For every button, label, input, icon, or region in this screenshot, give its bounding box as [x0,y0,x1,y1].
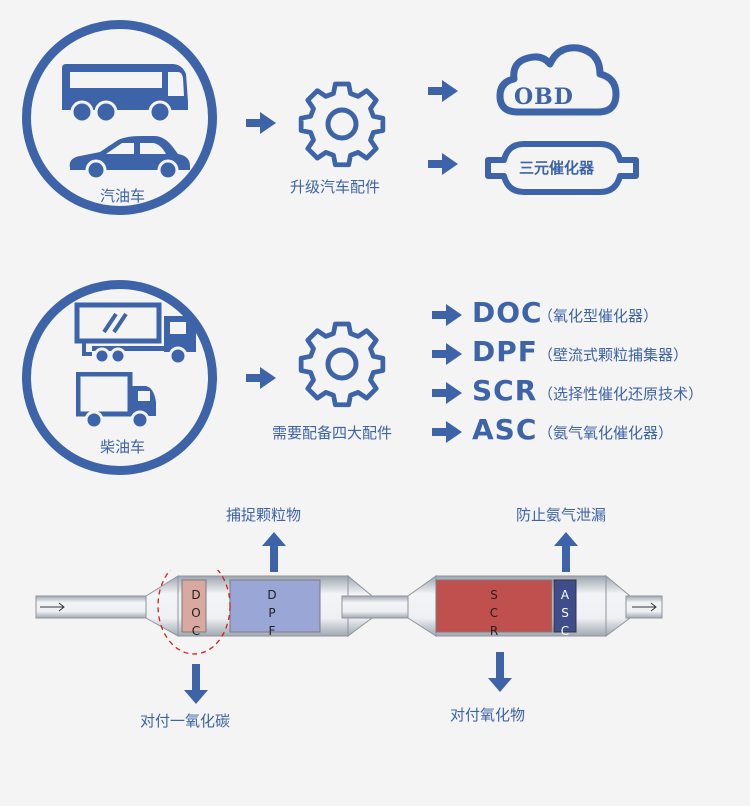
obd-text: OBD [514,84,574,110]
diesel-vehicle-label: 柴油车 [100,438,146,456]
car-icon [69,136,190,180]
van-icon [76,372,156,430]
asc-block-letter: S [561,606,569,620]
cloud-icon [496,44,620,116]
arrow-up-icon [554,532,578,572]
arrow-right-icon [432,421,462,443]
scr-block-letter: R [489,624,499,638]
scr-block-letter: C [489,606,499,620]
arrow-down-icon [184,664,208,704]
arrow-right-icon [432,343,462,365]
part-desc-asc: （氨气氧化催化器） [538,424,674,442]
truck-icon [74,302,196,366]
oxides-label: 对付氧化物 [450,706,526,724]
gear-icon [298,81,386,168]
doc-block-letter: O [191,606,201,620]
arrow-right-icon [428,153,458,175]
scr-block [435,579,553,633]
arrow-right-icon [246,112,276,134]
exhaust-pipe-diagram [35,570,663,655]
prevent-ammonia-leak-label: 防止氨气泄漏 [516,506,607,524]
part-desc-scr: （选择性催化还原技术） [538,385,704,403]
doc-block [181,579,207,633]
arrow-right-icon [246,367,276,389]
asc-block-letter: A [560,588,570,602]
dpf-block-letter: D [267,588,277,602]
part-desc-dpf: （壁流式颗粒捕集器） [538,346,689,364]
catalyst-converter-icon [485,141,639,195]
part-code-asc: ASC [472,413,538,446]
part-code-doc: DOC [472,296,543,329]
scr-block-letter: S [490,588,498,602]
catalyst-converter-label: 三元催化器 [519,159,595,177]
arrow-right-icon [428,80,458,102]
doc-block-letter: D [191,588,201,602]
carbon-monoxide-label: 对付一氧化碳 [140,712,231,730]
doc-block-letter: C [191,624,201,638]
gasoline-circle [22,20,217,215]
part-desc-doc: （氧化型催化器） [538,307,659,325]
four-parts-label: 需要配备四大配件 [272,424,393,442]
gear-icon [298,321,386,408]
gasoline-vehicle-label: 汽油车 [100,187,146,205]
bus-icon [62,64,188,124]
capture-particles-label: 捕捉颗粒物 [226,506,302,524]
dpf-block-letter: F [268,624,276,638]
part-code-scr: SCR [472,374,538,407]
asc-block [553,579,577,633]
arrow-right-icon [432,304,462,326]
arrow-right-icon [432,382,462,404]
dpf-block-letter: P [268,606,276,620]
asc-block-letter: C [560,624,570,638]
diesel-circle [22,280,217,475]
part-code-dpf: DPF [472,335,538,368]
upgrade-parts-label: 升级汽车配件 [290,178,381,196]
dpf-block [229,579,321,633]
arrow-down-icon [488,652,512,692]
arrow-up-icon [262,532,286,572]
